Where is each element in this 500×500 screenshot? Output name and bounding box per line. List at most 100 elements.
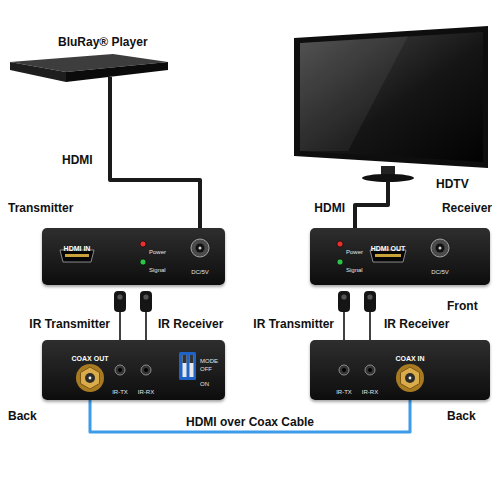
- ir-lens: [341, 294, 346, 299]
- text-slot: Signal: [346, 258, 363, 276]
- side-label: Front: [447, 300, 478, 314]
- dip-slot: [183, 355, 187, 377]
- jack-label: IR-RX: [362, 389, 378, 396]
- text-slot: OFF: [200, 357, 212, 375]
- tv-base: [362, 174, 414, 182]
- text-slot: HDMI: [312, 198, 347, 216]
- coax-socket: [85, 373, 95, 383]
- text-slot: IR Transmitter: [29, 314, 110, 332]
- ir-jack: [365, 365, 375, 375]
- ir-body: [338, 291, 350, 312]
- coax-cable: [90, 400, 410, 432]
- coax-socket: [405, 373, 415, 383]
- dip-switch: [179, 352, 196, 380]
- text-slot: IR Receiver: [158, 314, 223, 332]
- text-slot: HDMI: [60, 150, 95, 168]
- status-led: [337, 259, 343, 265]
- text-slot: Back: [8, 406, 37, 424]
- text-slot: IR-RX: [362, 380, 378, 398]
- ir-jack: [339, 365, 349, 375]
- text-slot: COAX IN: [395, 347, 424, 365]
- dip-knob: [183, 355, 187, 363]
- side-label: Back: [447, 410, 476, 424]
- cable-stub: [108, 77, 112, 85]
- jack-label: IR-TX: [336, 389, 352, 396]
- coax-connector: [396, 364, 424, 392]
- text-slot: IR-TX: [336, 380, 352, 398]
- player-side: [10, 62, 66, 82]
- receiver-back-panel: IR-TX IR-RX COAX IN: [310, 340, 490, 400]
- text-slot: IR-TX: [112, 380, 128, 398]
- port-label: COAX IN: [395, 355, 424, 363]
- text-slot: Power: [149, 240, 166, 258]
- receiver-front-panel-art: [310, 228, 490, 285]
- led-label: Signal: [149, 267, 166, 274]
- ir-jack-hole: [368, 368, 372, 372]
- unit-label: Transmitter: [8, 202, 73, 216]
- dc-jack: [431, 239, 449, 257]
- port-label: HDMI IN: [64, 245, 91, 253]
- ir-jack: [141, 365, 151, 375]
- text-slot: HDMI OUT: [371, 237, 406, 255]
- part-label: IR Transmitter: [253, 318, 334, 332]
- dc-jack-hole: [196, 244, 205, 253]
- cable-stub: [386, 181, 390, 193]
- ir-lens: [143, 294, 148, 299]
- text-slot: Power: [346, 240, 363, 258]
- text-slot: BluRay® Player: [58, 32, 148, 50]
- text-slot: IR Transmitter: [253, 314, 334, 332]
- coax-connector: [76, 364, 104, 392]
- jack-label: IR-RX: [138, 389, 154, 396]
- dc-jack: [191, 239, 209, 257]
- ir-emitter: [114, 291, 126, 345]
- text-slot: HDMI IN: [64, 237, 91, 255]
- text-slot: Receiver: [442, 198, 492, 216]
- part-label: IR Transmitter: [29, 318, 110, 332]
- dc-jack-pin: [439, 247, 442, 250]
- ir-lens: [367, 294, 372, 299]
- jack-label: IR-TX: [112, 389, 128, 396]
- coax-nut: [400, 367, 419, 389]
- coax-pin: [89, 377, 92, 380]
- status-led: [140, 259, 146, 265]
- text-slot: DC/5V: [191, 260, 209, 278]
- ir-sensor: [140, 291, 152, 345]
- ir-jack: [115, 365, 125, 375]
- text-slot: Transmitter: [8, 198, 73, 216]
- dip-slot: [190, 355, 194, 377]
- dip-knob: [190, 355, 194, 363]
- ir-body: [364, 291, 376, 312]
- transmitter-back-panel-art: [42, 340, 225, 400]
- port-label: DC/5V: [431, 269, 449, 276]
- ir-sensor: [364, 291, 376, 345]
- switch-label: OFF: [200, 366, 212, 373]
- port-label: DC/5V: [191, 269, 209, 276]
- text-slot: HDTV: [436, 174, 469, 192]
- dc-jack-pin: [199, 247, 202, 250]
- status-led: [337, 241, 343, 247]
- hdmi-contacts: [375, 254, 401, 257]
- ir-emitter: [338, 291, 350, 345]
- bluray-player: BluRay® Player: [8, 32, 173, 84]
- ir-jack-hole: [144, 368, 148, 372]
- part-label: IR Receiver: [158, 318, 223, 332]
- led-label: Signal: [346, 267, 363, 274]
- transmitter-back-panel: COAX OUTIR-TXIR-RXMODEOFFON: [42, 340, 225, 400]
- switch-label: ON: [200, 381, 209, 388]
- ir-body: [114, 291, 126, 312]
- ir-body: [140, 291, 152, 312]
- hdmi-cable: [110, 84, 200, 228]
- cable-label: HDMI over Coax Cable: [184, 416, 316, 430]
- ir-jack-hole: [118, 368, 122, 372]
- led-label: Power: [346, 249, 363, 256]
- text-slot: DC/5V: [431, 260, 449, 278]
- text-slot: HDMI over Coax Cable: [184, 412, 316, 430]
- ir-lens: [117, 294, 122, 299]
- text-slot: Front: [447, 296, 478, 314]
- receiver-front-panel: PowerSignal HDMI OUT DC/5V: [310, 228, 490, 285]
- screen-glare: [300, 36, 408, 151]
- transmitter-front-panel-art: [42, 228, 225, 285]
- switch-label: MODE: [200, 358, 218, 365]
- hdmi-contacts: [65, 254, 89, 257]
